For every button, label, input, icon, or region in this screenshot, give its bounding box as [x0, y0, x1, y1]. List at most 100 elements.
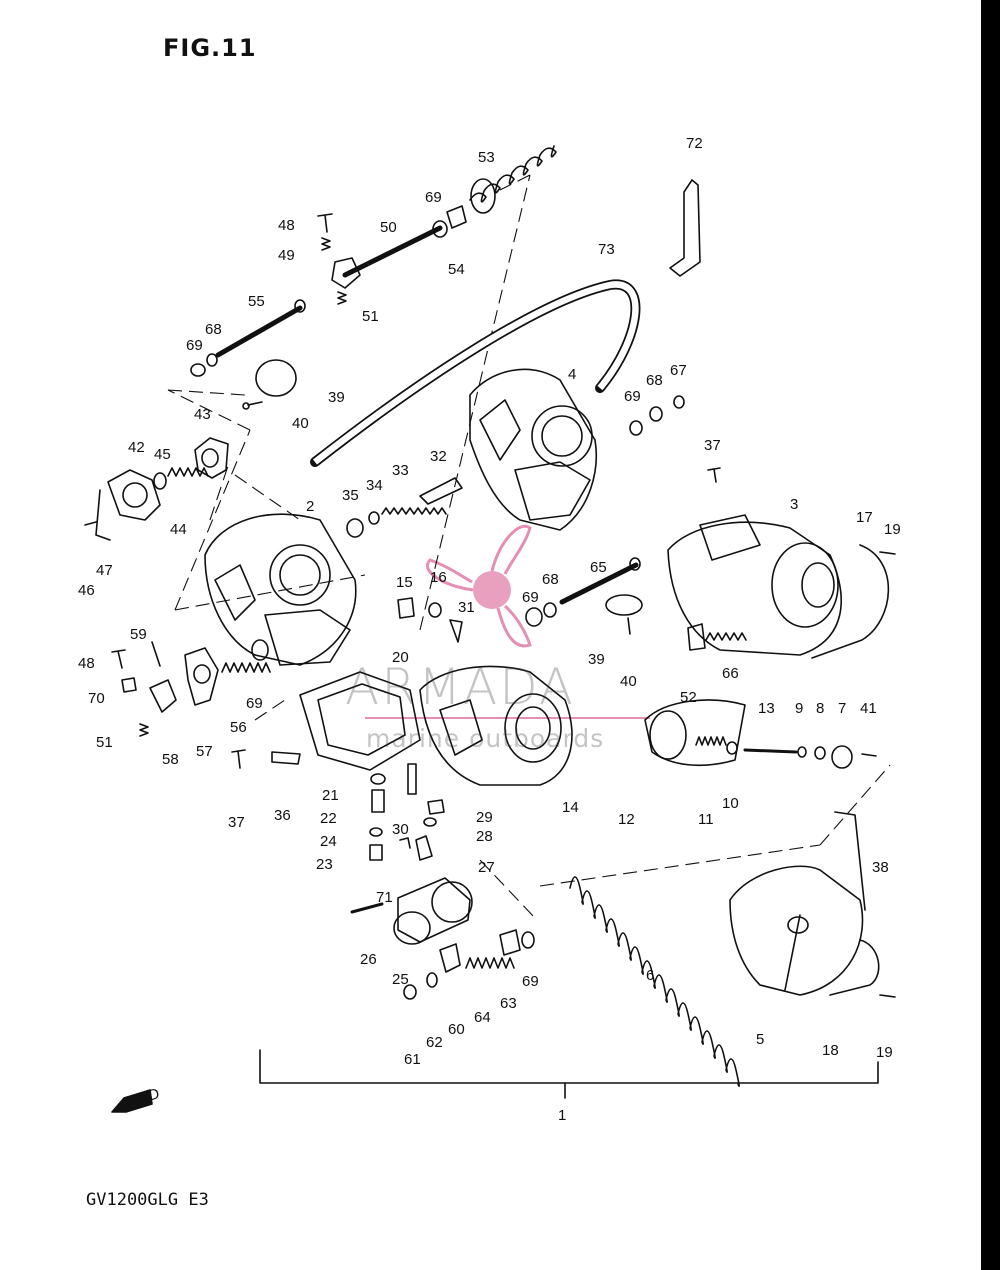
part-number-label: 6 [646, 967, 654, 984]
vacuum-spring [569, 876, 740, 1087]
screw [317, 213, 333, 233]
carburetor-bore [531, 405, 593, 467]
lever-plate [446, 205, 467, 229]
spring [381, 507, 447, 515]
part-number-label: 17 [856, 509, 873, 526]
screw [247, 401, 263, 406]
part-number-label: 67 [670, 362, 687, 379]
scan-border [981, 0, 1000, 1270]
lever [687, 623, 706, 651]
part-number-label: 72 [686, 135, 703, 152]
part-number-label: 9 [795, 700, 803, 717]
part-number-label: 68 [542, 571, 559, 588]
part-number-label: 28 [476, 828, 493, 845]
throttle-valve [605, 594, 643, 616]
carburetor-bore-inner [801, 562, 835, 608]
carburetor-detail [439, 699, 483, 756]
leader-dash [174, 574, 366, 611]
part-number-label: 13 [758, 700, 775, 717]
valve-clip [399, 837, 411, 849]
leader-dash [174, 429, 251, 611]
screw [879, 994, 896, 998]
model-code: GV1200GLG E3 [86, 1190, 209, 1210]
throttle-cable-bracket [834, 811, 866, 911]
carburetor-body [204, 513, 357, 666]
spacer [831, 745, 853, 769]
part-number-label: 37 [704, 437, 721, 454]
screw [879, 551, 896, 555]
main-jet [369, 844, 383, 861]
part-number-label: 18 [822, 1042, 839, 1059]
part-number-label: 55 [248, 293, 265, 310]
assembly-ref: 1 [558, 1107, 566, 1124]
leader-dash [167, 389, 251, 431]
part-number-label: 5 [756, 1031, 764, 1048]
part-number-label: 68 [205, 321, 222, 338]
part-number-label: 12 [618, 811, 635, 828]
carburetor-body [667, 521, 842, 656]
washer [190, 363, 206, 377]
watermark-brand: ARMADA [345, 658, 576, 716]
leader-dash [209, 459, 231, 521]
carburetor-bore [771, 542, 839, 628]
spring [469, 145, 557, 203]
part-number-label: 7 [838, 700, 846, 717]
spring [695, 736, 727, 746]
part-number-label: 38 [872, 859, 889, 876]
float-chamber [393, 911, 431, 945]
fwd-label: FWD [124, 1085, 162, 1112]
part-number-label: 48 [278, 217, 295, 234]
watermark-blade [490, 524, 532, 575]
jet-needle [449, 619, 463, 643]
screw [707, 467, 721, 483]
gasket-inner [317, 683, 406, 756]
part-number-label: 16 [430, 569, 447, 586]
part-number-label: 59 [130, 626, 147, 643]
choke-lever-hub [201, 448, 219, 468]
part-number-label: 69 [522, 589, 539, 606]
washer [814, 746, 826, 760]
part-number-label: 39 [588, 651, 605, 668]
part-number-label: 19 [884, 521, 901, 538]
part-number-label: 39 [328, 389, 345, 406]
part-number-label: 69 [522, 973, 539, 990]
part-number-label: 23 [316, 856, 333, 873]
part-number-label: 44 [170, 521, 187, 538]
part-number-label: 63 [500, 995, 517, 1012]
screw [627, 617, 631, 635]
leader-dash [167, 389, 246, 396]
part-number-label: 14 [562, 799, 579, 816]
part-number-label: 24 [320, 833, 337, 850]
spring [465, 957, 515, 969]
part-number-label: 3 [790, 496, 798, 513]
washer [369, 827, 383, 837]
part-number-label: 35 [342, 487, 359, 504]
washer [206, 353, 218, 367]
screw [861, 753, 877, 757]
part-number-label: 47 [96, 562, 113, 579]
part-number-label: 19 [876, 1044, 893, 1061]
washer [543, 602, 557, 618]
lever [439, 943, 461, 973]
cover-hole [787, 916, 809, 934]
part-number-label: 60 [448, 1021, 465, 1038]
part-number-label: 34 [366, 477, 383, 494]
part-number-label: 22 [320, 810, 337, 827]
part-number-label: 69 [186, 337, 203, 354]
choke-shaft [215, 305, 303, 358]
o-ring [370, 773, 386, 785]
pin [151, 641, 161, 667]
part-number-label: 52 [680, 689, 697, 706]
carburetor-bore [269, 544, 331, 606]
jet-holder [397, 597, 415, 619]
part-number-label: 73 [598, 241, 615, 258]
carburetor-bore-inner [279, 554, 321, 596]
part-number-label: 71 [376, 889, 393, 906]
leader-dash [819, 764, 891, 846]
assembly-bracket [259, 1049, 879, 1084]
part-number-label: 51 [96, 734, 113, 751]
float-pin [350, 902, 384, 914]
choke-lever [194, 437, 229, 479]
part-number-label: 69 [624, 388, 641, 405]
